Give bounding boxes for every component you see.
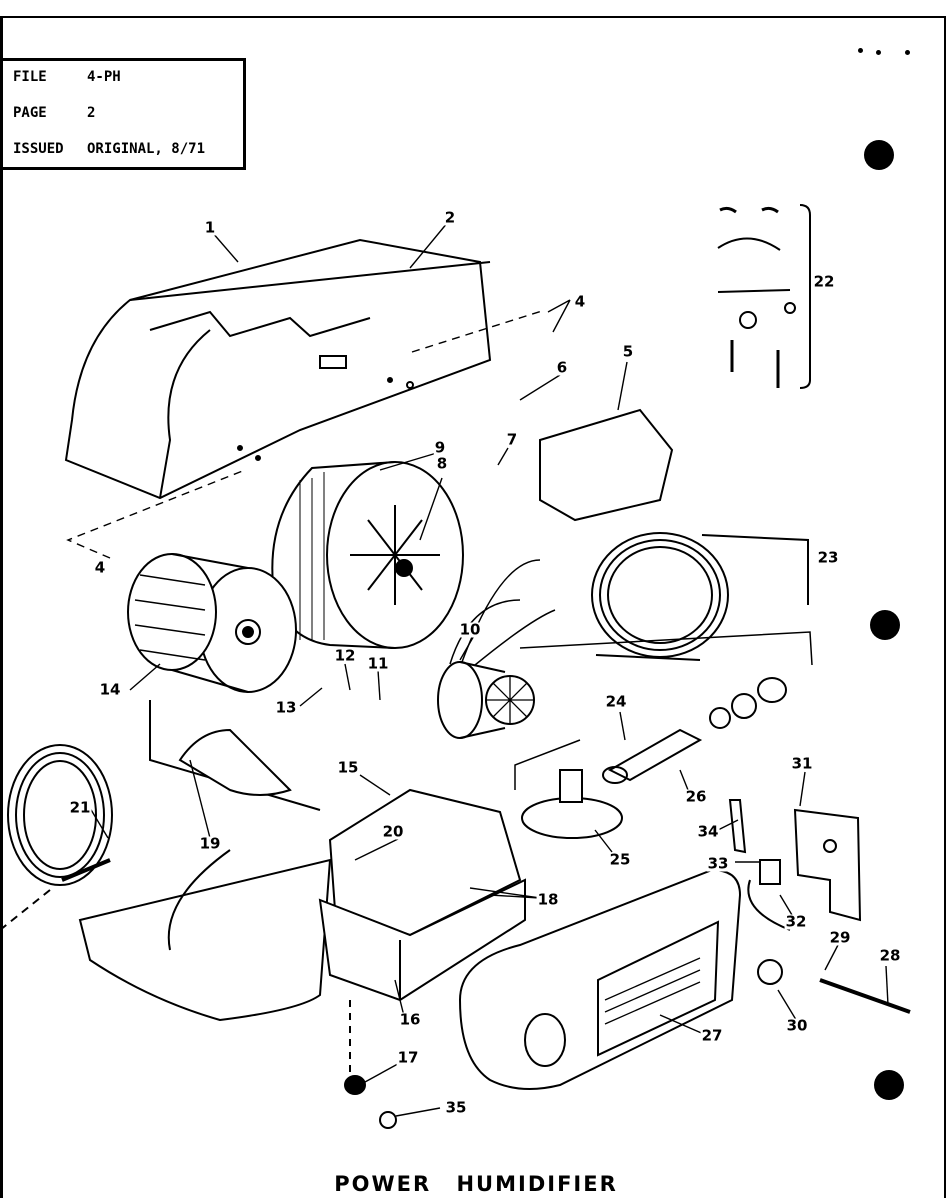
blower-wheel	[128, 554, 296, 692]
info-row-page: PAGE 2	[13, 105, 95, 121]
callout-5: 5	[621, 342, 635, 361]
page-border	[0, 16, 946, 1198]
info-value: ORIGINAL, 8/71	[87, 141, 206, 157]
callout-2: 2	[443, 208, 457, 227]
info-row-file: FILE 4-PH	[13, 69, 121, 85]
speck	[876, 50, 881, 55]
callout-23: 23	[816, 548, 840, 567]
callout-29: 29	[828, 928, 852, 947]
info-key: FILE	[13, 69, 47, 85]
info-key: ISSUED	[13, 141, 64, 157]
callout-18: 18	[536, 890, 560, 909]
callout-6: 6	[555, 358, 569, 377]
tubing-coil	[592, 533, 808, 660]
binder-hole	[874, 1070, 904, 1100]
info-row-issued: ISSUED ORIGINAL, 8/71	[13, 141, 205, 157]
callout-17: 17	[396, 1048, 420, 1067]
info-key: PAGE	[13, 105, 47, 121]
motor-bracket	[540, 410, 672, 520]
callout-8: 8	[435, 454, 449, 473]
callout-28: 28	[878, 946, 902, 965]
fan-scroll	[272, 462, 463, 648]
callout-9: 9	[433, 438, 447, 457]
diagram-title: POWER HUMIDIFIER	[334, 1172, 618, 1196]
callout-16: 16	[398, 1010, 422, 1029]
motor	[438, 560, 555, 738]
callout-26: 26	[684, 787, 708, 806]
binder-hole	[870, 610, 900, 640]
valve-assembly	[515, 632, 812, 838]
callout-12: 12	[333, 646, 357, 665]
callout-10: 10	[458, 620, 482, 639]
front-cover	[460, 870, 910, 1089]
humidifier-tray	[80, 700, 330, 1020]
speck	[858, 48, 863, 53]
callout-11: 11	[366, 654, 390, 673]
callout-7: 7	[505, 430, 519, 449]
callout-15: 15	[336, 758, 360, 777]
callout-24: 24	[604, 692, 628, 711]
callout-4: 4	[93, 558, 107, 577]
callout-19: 19	[198, 834, 222, 853]
callout-25: 25	[608, 850, 632, 869]
callout-21: 21	[68, 798, 92, 817]
blower-housing	[66, 240, 490, 498]
info-value: 2	[87, 105, 96, 121]
callout-35: 35	[444, 1098, 468, 1117]
leader-lines	[68, 222, 888, 1116]
callout-34: 34	[696, 822, 720, 841]
callout-27: 27	[700, 1026, 724, 1045]
callout-30: 30	[785, 1016, 809, 1035]
callout-20: 20	[381, 822, 405, 841]
speck	[905, 50, 910, 55]
callout-14: 14	[98, 680, 122, 699]
switch-bracket	[730, 800, 860, 930]
humidistat-parts	[718, 205, 810, 388]
info-value: 4-PH	[87, 69, 121, 85]
callout-13: 13	[274, 698, 298, 717]
callout-33: 33	[706, 854, 730, 873]
drain-hose	[0, 745, 112, 930]
callout-4: 4	[573, 292, 587, 311]
callout-22: 22	[812, 272, 836, 291]
callout-31: 31	[790, 754, 814, 773]
binder-hole	[864, 140, 894, 170]
file-info-box: FILE 4-PH PAGE 2 ISSUED ORIGINAL, 8/71	[0, 58, 246, 170]
callout-32: 32	[784, 912, 808, 931]
water-reservoir	[320, 790, 525, 1128]
callout-1: 1	[203, 218, 217, 237]
